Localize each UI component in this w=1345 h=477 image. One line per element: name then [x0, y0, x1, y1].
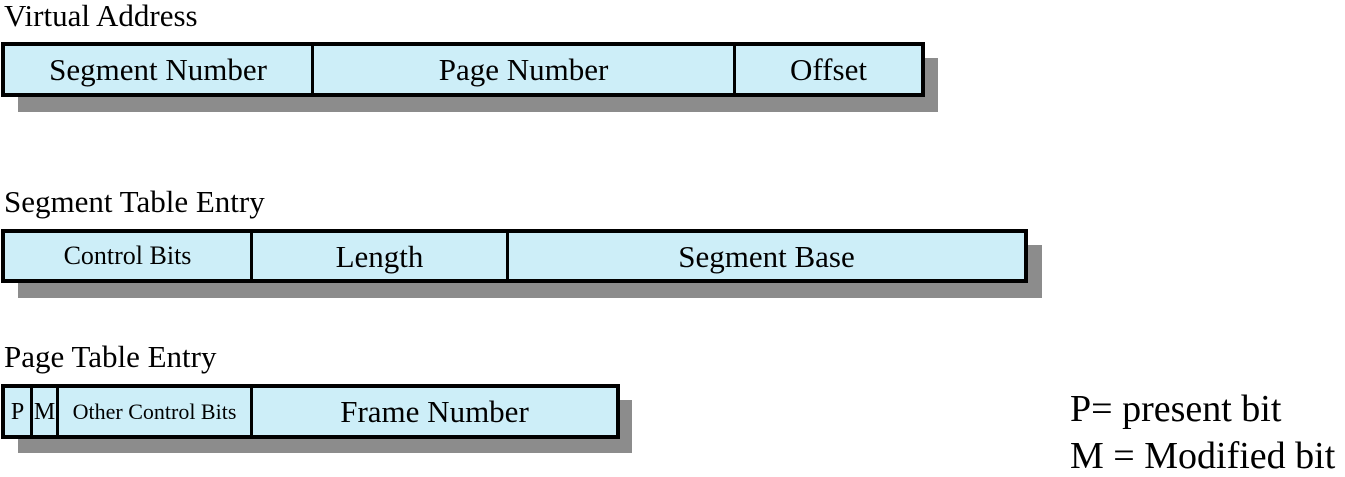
virtual-address-bar: Segment Number Page Number Offset [1, 42, 925, 97]
page-number-field: Page Number [311, 46, 733, 93]
other-control-bits-field: Other Control Bits [56, 388, 250, 435]
segment-base-field: Segment Base [506, 233, 1024, 279]
legend-present-bit: P= present bit [1070, 388, 1282, 430]
legend-modified-bit: M = Modified bit [1070, 435, 1336, 477]
frame-number-field: Frame Number [250, 388, 616, 435]
segment-table-entry-title: Segment Table Entry [4, 184, 265, 219]
offset-field: Offset [733, 46, 921, 93]
present-bit-field: P [10, 398, 25, 425]
page-table-entry-bar: P M Other Control Bits Frame Number [1, 384, 620, 439]
virtual-address-title: Virtual Address [4, 0, 198, 33]
control-bits-field: Control Bits [63, 241, 192, 270]
segment-number-field: Segment Number [49, 52, 267, 87]
segment-table-entry-bar: Control Bits Length Segment Base [1, 229, 1028, 283]
length-field: Length [250, 233, 506, 279]
modified-bit-field: M [30, 388, 56, 435]
page-table-entry-title: Page Table Entry [4, 339, 217, 374]
